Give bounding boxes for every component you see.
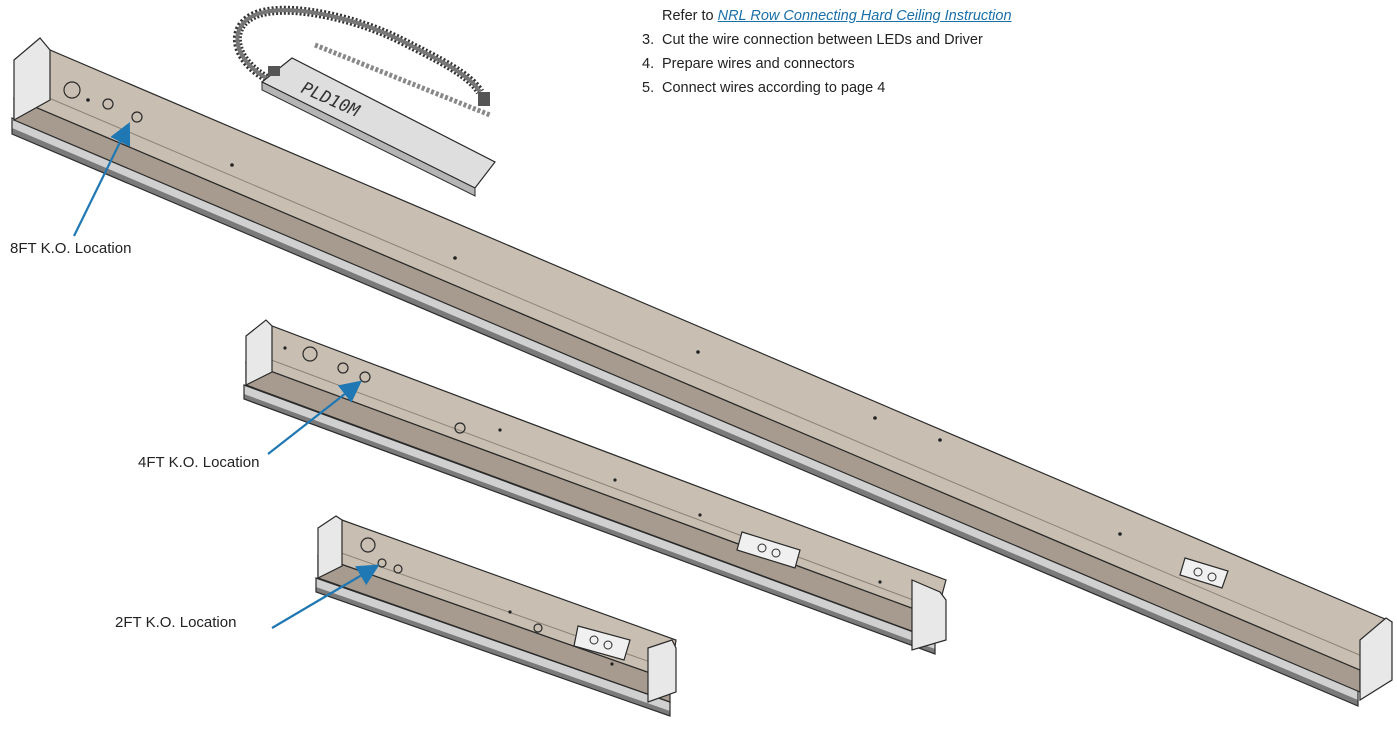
callout-arrow-8ft xyxy=(73,122,131,237)
step-number: 3. xyxy=(642,32,655,48)
step-list: 3. Cut the wire connection between LEDs a… xyxy=(642,28,1012,100)
step-text: Cut the wire connection between LEDs and… xyxy=(662,32,983,48)
step-number: 5. xyxy=(642,80,655,96)
fixture-2ft xyxy=(315,515,677,717)
step-item: 5. Connect wires according to page 4 xyxy=(642,76,1012,100)
fixture-8ft xyxy=(11,37,1393,707)
step-text: Prepare wires and connectors xyxy=(662,56,855,72)
instruction-link[interactable]: NRL Row Connecting Hard Ceiling Instruct… xyxy=(717,8,1012,24)
reference-line: Refer to NRL Row Connecting Hard Ceiling… xyxy=(662,4,1012,28)
instruction-block: Refer to NRL Row Connecting Hard Ceiling… xyxy=(642,4,1012,100)
callout-arrow-4ft xyxy=(267,380,362,455)
callout-label-4ft: 4FT K.O. Location xyxy=(138,454,260,471)
emergency-driver: PLD10M xyxy=(233,5,496,197)
callout-arrow-2ft xyxy=(271,564,380,629)
step-text: Connect wires according to page 4 xyxy=(662,80,886,96)
fixture-4ft xyxy=(243,319,947,655)
step-item: 3. Cut the wire connection between LEDs a… xyxy=(642,28,1012,52)
callout-label-2ft: 2FT K.O. Location xyxy=(115,614,237,631)
step-number: 4. xyxy=(642,56,655,72)
reference-prefix: Refer to xyxy=(662,8,718,24)
callout-label-8ft: 8FT K.O. Location xyxy=(10,240,132,257)
step-item: 4. Prepare wires and connectors xyxy=(642,52,1012,76)
